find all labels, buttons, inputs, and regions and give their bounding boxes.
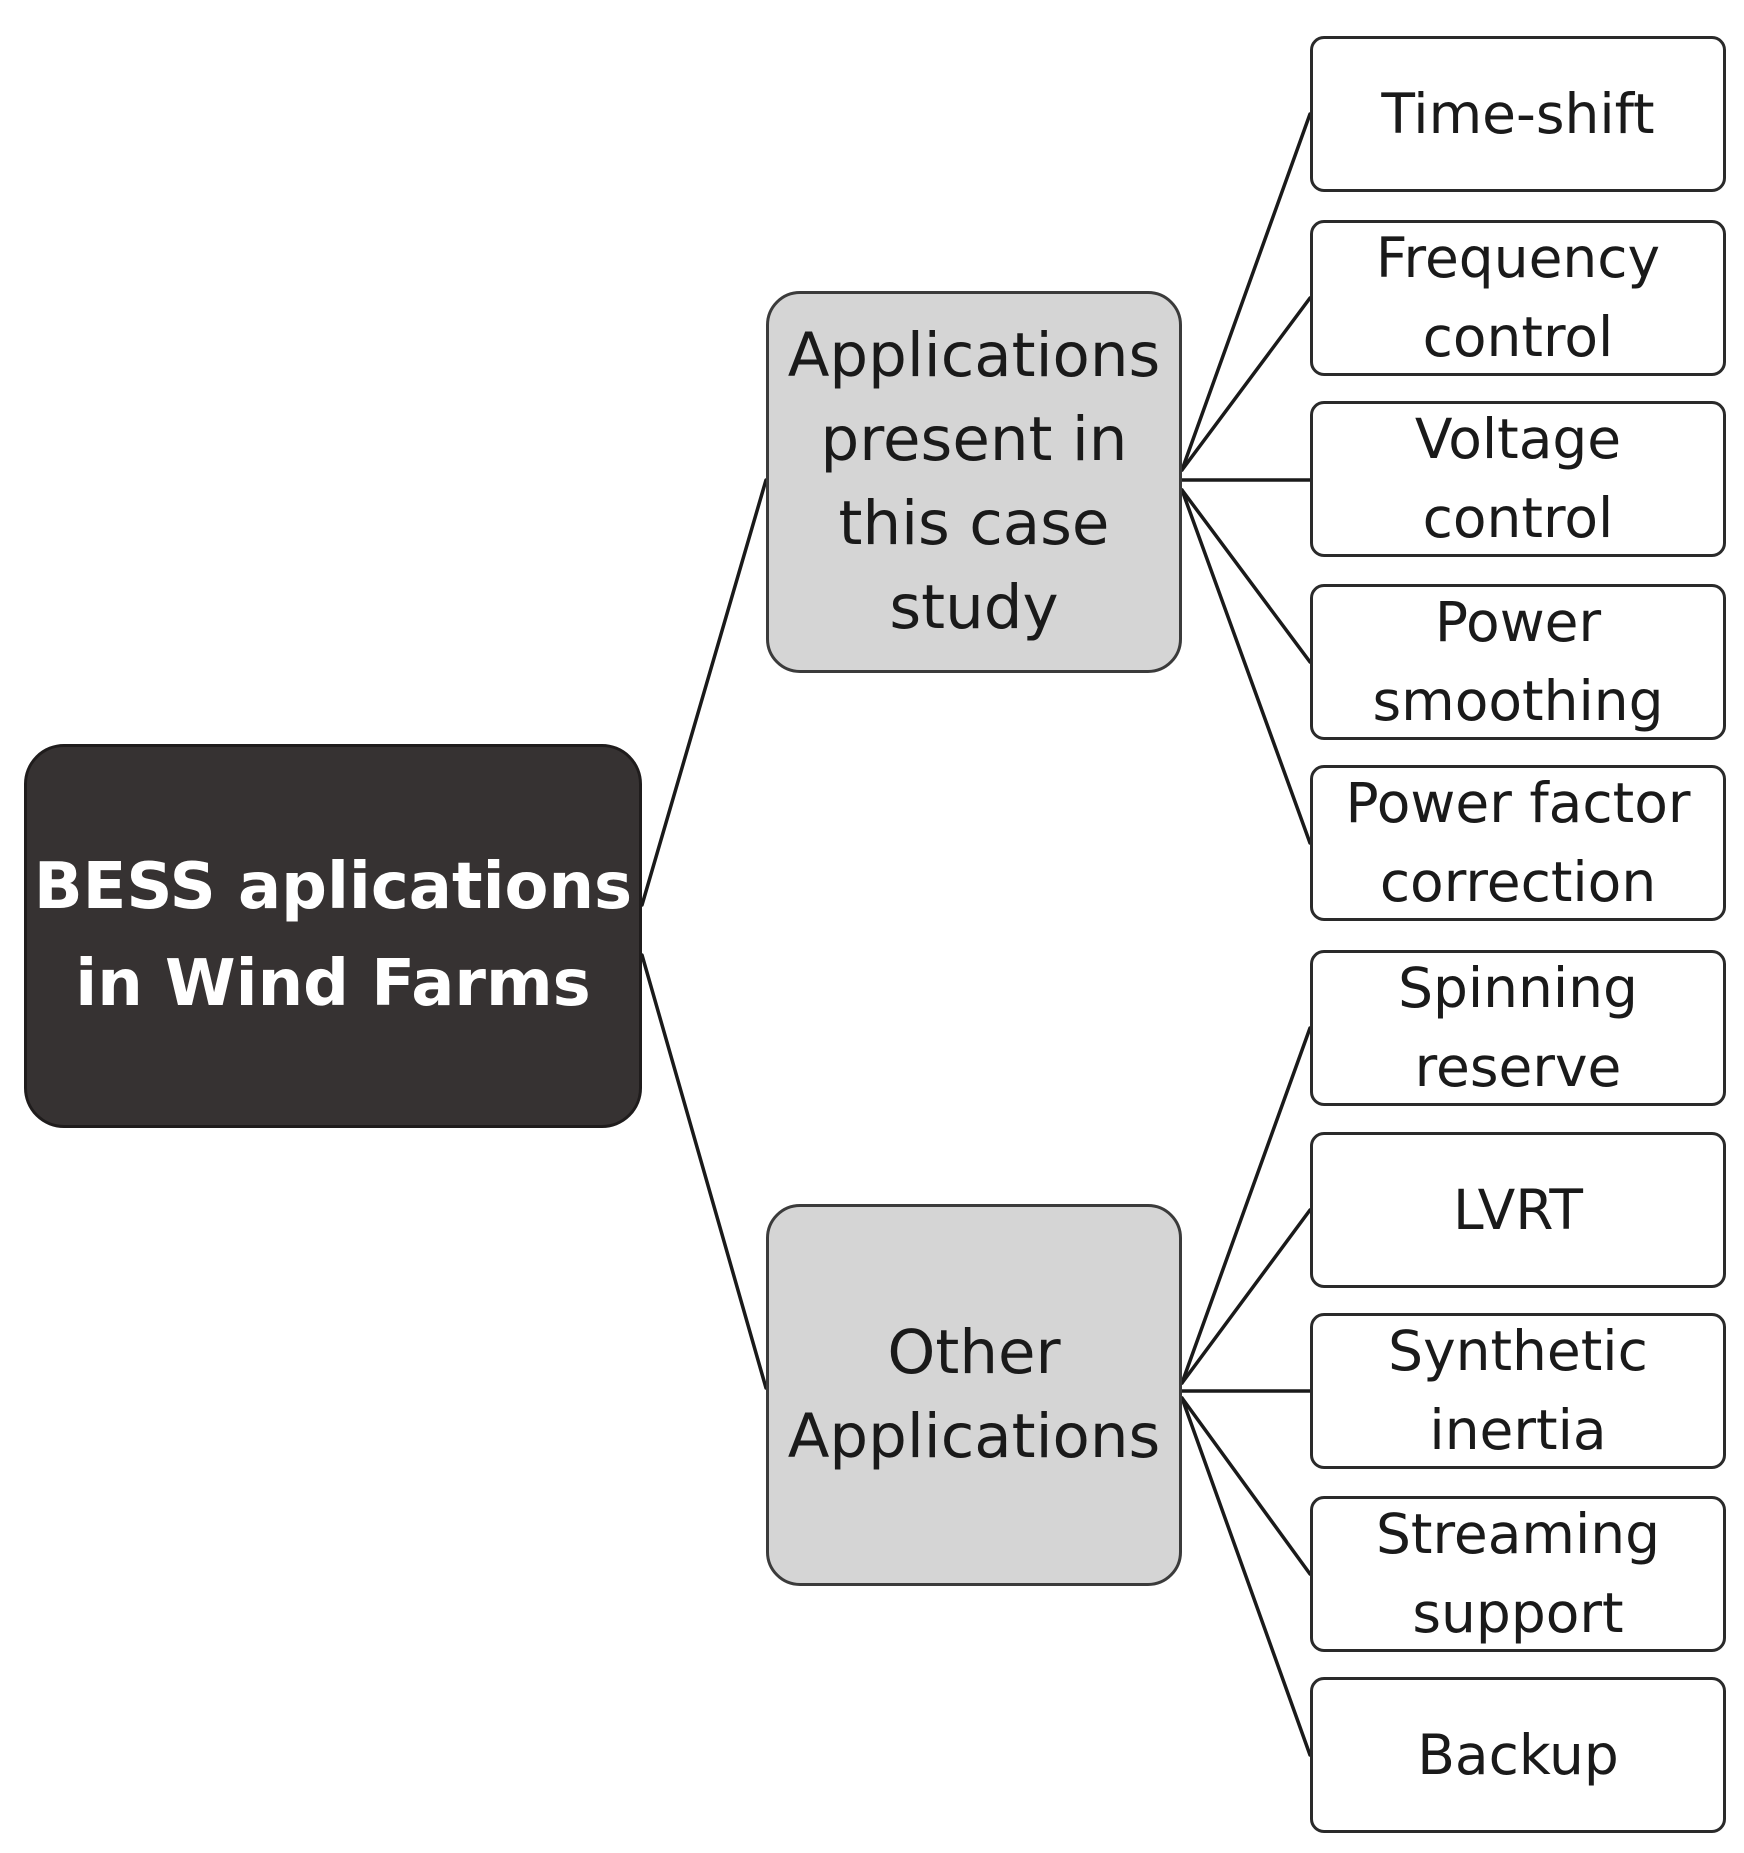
leaf-label: Streaming support [1375,1502,1661,1645]
leaf-label: Time-shift [1381,81,1655,146]
leaf-label: Frequency control [1375,226,1661,369]
connector-root-other [640,953,768,1390]
connector-present-frequency [1180,296,1312,472]
leaf-spinning-reserve: Spinning reserve [1310,950,1726,1106]
connector-other-lvrt [1180,1208,1312,1385]
group-label-other-applications: Other Applications [787,1317,1161,1472]
leaf-label: Power smoothing [1372,590,1664,733]
leaf-voltage-control: Voltage control [1310,401,1726,557]
connector-present-smoothing [1180,488,1312,664]
leaf-label: Spinning reserve [1398,956,1638,1099]
connector-root-present [640,478,768,907]
leaf-lvrt: LVRT [1310,1132,1726,1288]
leaf-frequency-control: Frequency control [1310,220,1726,376]
leaf-power-smoothing: Power smoothing [1310,584,1726,740]
connector-other-streaming [1180,1396,1312,1576]
leaf-label: Voltage control [1414,407,1622,550]
leaf-label: Synthetic inertia [1388,1319,1648,1462]
leaf-power-factor-correction: Power factor correction [1310,765,1726,921]
leaf-label: Backup [1417,1722,1619,1787]
root-node: BESS aplications in Wind Farms [24,744,642,1128]
leaf-label: LVRT [1452,1177,1584,1242]
leaf-backup: Backup [1310,1677,1726,1833]
leaf-synthetic-inertia: Synthetic inertia [1310,1313,1726,1469]
connector-present-power-factor [1180,488,1312,845]
group-node-other-applications: Other Applications [766,1204,1182,1586]
root-label: BESS aplications in Wind Farms [33,850,633,1021]
leaf-time-shift: Time-shift [1310,36,1726,192]
connector-other-spinning [1180,1026,1312,1385]
group-label-present-applications: Applications present in this case study [787,320,1161,643]
group-node-present-applications: Applications present in this case study [766,291,1182,673]
connector-other-backup [1180,1396,1312,1757]
connector-present-time-shift [1180,112,1312,472]
leaf-streaming-support: Streaming support [1310,1496,1726,1652]
leaf-label: Power factor correction [1345,771,1691,914]
